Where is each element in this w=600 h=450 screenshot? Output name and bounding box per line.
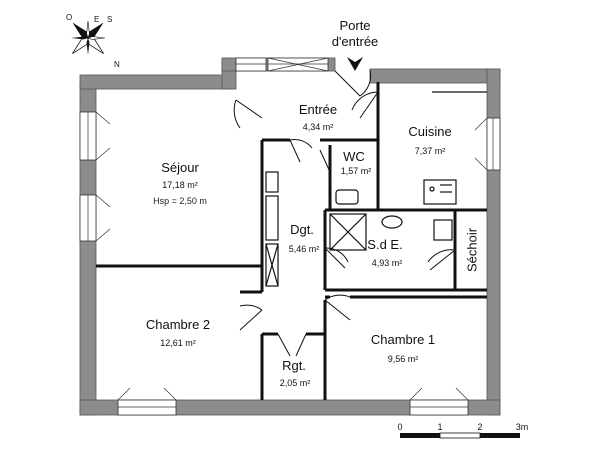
- room-wc-area: 1,57 m²: [340, 166, 372, 176]
- compass-north-label: N: [114, 60, 120, 69]
- kitchen-sink: [423, 179, 457, 205]
- compass-south-label: S: [107, 15, 113, 24]
- washbasin: [381, 215, 403, 229]
- room-chambre1-area: 9,56 m²: [387, 354, 419, 364]
- fixtures: [265, 91, 487, 287]
- room-cuisine-area: 7,37 m²: [414, 146, 446, 156]
- scale-tick-0: 0: [397, 422, 403, 432]
- scale-tick-3: 3m: [515, 422, 529, 432]
- window-entry-1: [235, 57, 267, 72]
- entrance-arrow-icon: [347, 57, 363, 71]
- interior-walls: [96, 82, 487, 400]
- scale-tick-2: 2: [477, 422, 483, 432]
- room-wc-name: WC: [343, 149, 365, 164]
- scale-bar: [400, 432, 520, 439]
- room-sejour-area: 17,18 m²: [162, 180, 198, 190]
- room-sde-area: 4,93 m²: [371, 258, 403, 268]
- room-sejour-name: Séjour: [161, 160, 199, 175]
- doors: [233, 69, 456, 357]
- shower: [329, 213, 367, 251]
- room-sechoir-name: Séchoir: [464, 227, 480, 273]
- scale-tick-1: 1: [437, 422, 443, 432]
- room-rgt-area: 2,05 m²: [279, 378, 311, 388]
- room-sde-name: S.d E.: [367, 237, 403, 252]
- entrance-label: Porte d'entrée: [332, 18, 379, 50]
- room-rgt-name: Rgt.: [282, 358, 306, 373]
- window-glass: [87, 57, 494, 408]
- washing-machine: [433, 219, 453, 241]
- room-sejour-height: Hsp = 2,50 m: [153, 196, 207, 206]
- entrance-label-line2: d'entrée: [331, 34, 379, 49]
- compass-east-label: E: [94, 15, 100, 24]
- room-chambre2-name: Chambre 2: [145, 317, 211, 332]
- bottom-wall: [79, 399, 501, 416]
- room-entree-area: 4,34 m²: [302, 122, 334, 132]
- room-cuisine-name: Cuisine: [408, 124, 452, 139]
- entrance-label-line1: Porte: [339, 18, 371, 33]
- room-dgt-name: Dgt.: [290, 222, 314, 237]
- room-entree-name: Entrée: [298, 102, 338, 117]
- room-chambre1-name: Chambre 1: [370, 332, 436, 347]
- compass-rose-icon: [71, 20, 106, 55]
- top-wall-right: [369, 68, 501, 84]
- closet-1: [265, 171, 279, 193]
- wc-toilet: [335, 189, 359, 205]
- window-chambre1: [409, 399, 469, 416]
- closet-2: [265, 195, 279, 241]
- room-chambre2-area: 12,61 m²: [160, 338, 196, 348]
- room-dgt-area: 5,46 m²: [288, 244, 320, 254]
- window-chambre2: [117, 399, 177, 416]
- compass-west-label: O: [66, 13, 73, 22]
- closet-3: [265, 243, 279, 287]
- window-cuisine: [486, 117, 501, 171]
- windows: [79, 57, 501, 416]
- window-leaves: [95, 111, 488, 401]
- top-wall-left: [79, 74, 233, 90]
